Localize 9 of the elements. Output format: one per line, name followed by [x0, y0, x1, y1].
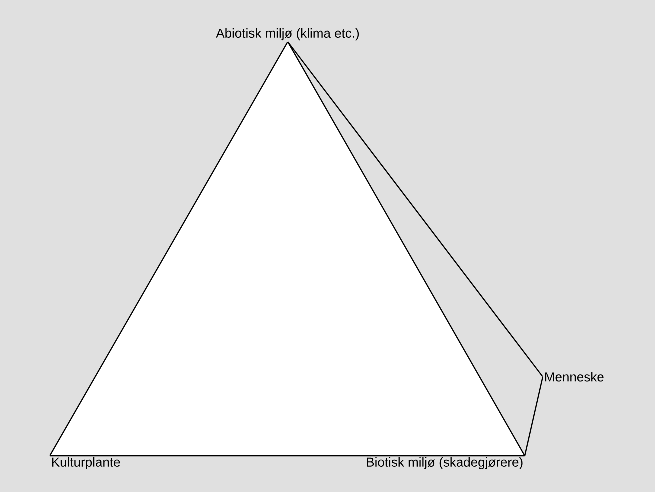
- vertex-label: Kulturplante: [52, 457, 120, 470]
- line: [524, 377, 544, 456]
- vertex-label: Menneske: [545, 372, 604, 382]
- line: [50, 42, 288, 456]
- line: [288, 42, 544, 378]
- line: [50, 455, 525, 457]
- line: [288, 42, 526, 456]
- vertex-label: Abiotisk miljø (klima etc.): [216, 28, 360, 41]
- vertex-label: Biotisk miljø (skadegjørere): [367, 457, 523, 470]
